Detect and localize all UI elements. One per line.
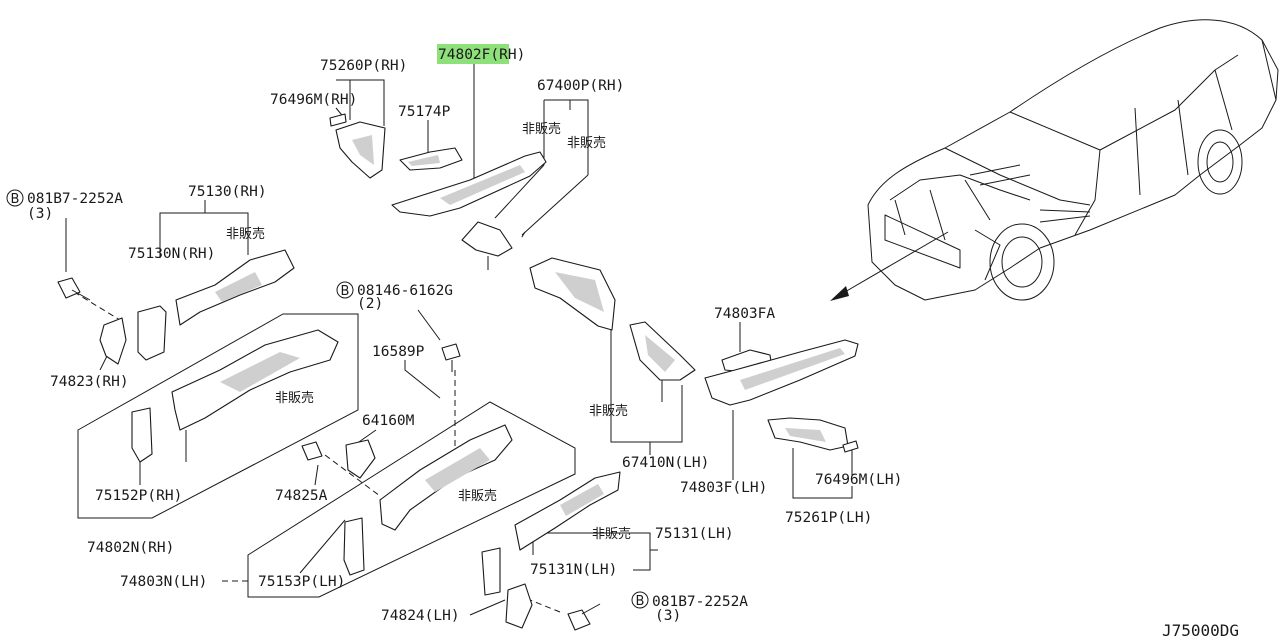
bolt-symbol-mid: B [336, 281, 354, 299]
not-for-sale-note-4: 非販売 [275, 390, 314, 406]
part-lh-side-member-assembly[interactable] [343, 424, 513, 576]
svg-text:B: B [636, 594, 645, 609]
part-74802N-rh-assembly[interactable] [131, 329, 339, 463]
part-67400P-rh[interactable] [461, 221, 616, 331]
not-for-sale-note-1: 非販売 [522, 121, 561, 137]
label-75131N-lh[interactable]: 75131N(LH) [530, 562, 617, 578]
part-64160M[interactable] [345, 439, 376, 479]
label-74803N-lh[interactable]: 74803N(LH) [120, 574, 207, 590]
part-74823-rh[interactable] [99, 305, 167, 365]
label-75130N-rh[interactable]: 75130N(RH) [128, 246, 215, 262]
label-74824-lh[interactable]: 74824(LH) [381, 608, 460, 624]
part-75260P-bracket[interactable] [335, 121, 386, 179]
part-74802F-side-member[interactable] [391, 151, 547, 217]
label-081B7-qty-bottom: (3) [655, 608, 681, 624]
label-67400P-rh[interactable]: 67400P(RH) [537, 78, 624, 94]
label-75153P-lh[interactable]: 75153P(LH) [258, 574, 345, 590]
label-75261P-lh[interactable]: 75261P(LH) [785, 510, 872, 526]
not-for-sale-note-6: 非販売 [592, 526, 631, 542]
label-67410N-lh[interactable]: 67410N(LH) [622, 455, 709, 471]
label-75131-lh[interactable]: 75131(LH) [655, 526, 734, 542]
label-74802F-rh[interactable]: 74802F(RH) [438, 47, 525, 63]
part-74803F-sill-lh[interactable] [704, 339, 859, 406]
label-74825A[interactable]: 74825A [275, 488, 328, 504]
part-74825A[interactable] [301, 441, 323, 461]
svg-text:B: B [11, 192, 20, 207]
car-illustration [830, 19, 1279, 301]
part-bolt-081B7-bottom[interactable] [567, 603, 601, 631]
not-for-sale-note-7: 非販売 [589, 403, 628, 419]
label-08146-6162G[interactable]: 08146-6162G [357, 283, 453, 299]
label-081B7-2252A-top[interactable]: 081B7-2252A [27, 191, 123, 207]
part-74824-lh[interactable] [481, 547, 533, 629]
rh-assembly-group-outline [77, 313, 359, 519]
lh-assembly-group-outline [247, 401, 576, 598]
label-16589P[interactable]: 16589P [372, 344, 425, 360]
not-for-sale-note-3: 非販売 [226, 226, 265, 242]
svg-text:B: B [341, 284, 350, 299]
bolt-symbol-top: B [6, 189, 24, 207]
bolt-symbol-bottom: B [631, 591, 649, 609]
part-75174P[interactable] [399, 147, 463, 171]
part-bolt-16589P[interactable] [441, 343, 461, 372]
part-76496M-lh[interactable] [842, 440, 859, 453]
part-labels: 75260P(RH) 76496M(RH) 75174P 74802F(RH) … [27, 47, 1239, 640]
label-76496M-lh[interactable]: 76496M(LH) [815, 472, 902, 488]
not-for-sale-note-2: 非販売 [567, 135, 606, 151]
part-75261P-lh[interactable] [767, 417, 849, 451]
label-74803F-lh[interactable]: 74803F(LH) [680, 480, 767, 496]
part-67410N-lh[interactable] [629, 321, 696, 402]
label-081B7-qty-top: (3) [27, 206, 53, 222]
label-75260P-rh[interactable]: 75260P(RH) [320, 58, 407, 74]
label-75152P-rh[interactable]: 75152P(RH) [95, 488, 182, 504]
label-74823-rh[interactable]: 74823(RH) [50, 374, 129, 390]
leader-lines [65, 62, 853, 616]
label-75174P[interactable]: 75174P [398, 104, 451, 120]
label-64160M[interactable]: 64160M [362, 413, 415, 429]
label-75130-rh[interactable]: 75130(RH) [188, 184, 267, 200]
part-75130N-rh[interactable] [175, 249, 295, 326]
highlight-selected-part [437, 44, 509, 64]
part-76496M-rh[interactable] [329, 113, 347, 127]
diagram-code: J75000DG [1162, 621, 1239, 640]
label-76496M-rh[interactable]: 76496M(RH) [270, 92, 357, 108]
part-75131N-lh[interactable] [514, 471, 621, 551]
not-for-sale-note-5: 非販売 [458, 488, 497, 504]
label-08146-qty: (2) [357, 296, 383, 312]
label-081B7-2252A-bottom[interactable]: 081B7-2252A [652, 594, 748, 610]
part-bolt-081B7-top[interactable] [57, 277, 91, 301]
label-74802N-rh[interactable]: 74802N(RH) [87, 540, 174, 556]
label-74803FA[interactable]: 74803FA [714, 306, 775, 322]
